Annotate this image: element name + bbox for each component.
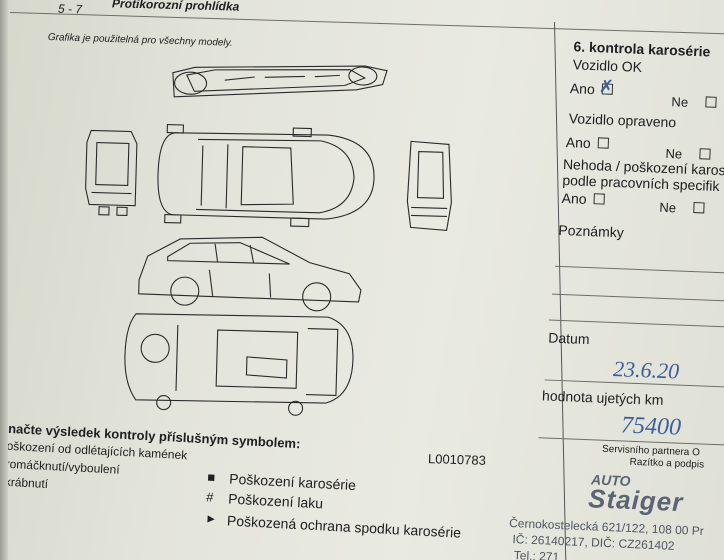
car-side-view	[138, 236, 362, 312]
date-label: Datum	[548, 329, 590, 348]
mileage-value[interactable]: 75400	[620, 412, 682, 441]
accident-no-checkbox[interactable]	[693, 202, 705, 214]
vehicle-repaired-no-checkbox[interactable]	[699, 148, 711, 160]
service-partner-label: Servisního partnera O	[601, 443, 701, 459]
illustration-code: L0010783	[427, 451, 487, 468]
vehicle-ok-no[interactable]: Ne	[671, 94, 717, 111]
stamp-phone: Tel.: 271	[513, 548, 560, 560]
mileage-label: hodnota ujetých km	[541, 387, 664, 409]
vehicle-repaired-yes[interactable]: Ano	[566, 134, 609, 152]
checkmark-icon: ✗	[598, 76, 615, 97]
car-front-view	[406, 140, 452, 231]
notes-line	[548, 319, 724, 328]
notes-line	[555, 265, 724, 274]
vehicle-ok-yes-checkbox[interactable]: ✗	[598, 76, 614, 97]
accident-yes-checkbox[interactable]	[593, 193, 605, 205]
vehicle-repaired-yes-checkbox[interactable]	[597, 137, 609, 149]
car-underbody-view	[124, 313, 354, 416]
car-roof-view	[172, 65, 388, 98]
notes-label: Poznámky	[558, 221, 625, 241]
vehicle-ok-no-checkbox[interactable]	[705, 96, 717, 108]
stamp-brand: Staiger	[587, 483, 684, 518]
notes-line	[551, 293, 724, 302]
accident-yes[interactable]: Ano	[561, 190, 605, 208]
car-top-view	[157, 124, 375, 228]
vehicle-ok-label: Vozidlo OK	[572, 56, 643, 75]
accident-no[interactable]: Ne	[659, 200, 705, 217]
legend-symbol: ►	[204, 511, 218, 526]
vehicle-repaired-label: Vozidlo opraveno	[568, 110, 677, 131]
company-stamp: AUTO Staiger Černokostelecká 621/122, 10…	[507, 456, 724, 560]
legend-symbol: #	[205, 489, 214, 505]
legend-symbol: ■	[206, 469, 216, 485]
binding-edge	[0, 0, 8, 560]
vehicle-ok-yes[interactable]: Ano ✗	[569, 76, 615, 98]
car-rear-view	[85, 129, 138, 217]
date-value[interactable]: 23.6.20	[612, 356, 680, 384]
